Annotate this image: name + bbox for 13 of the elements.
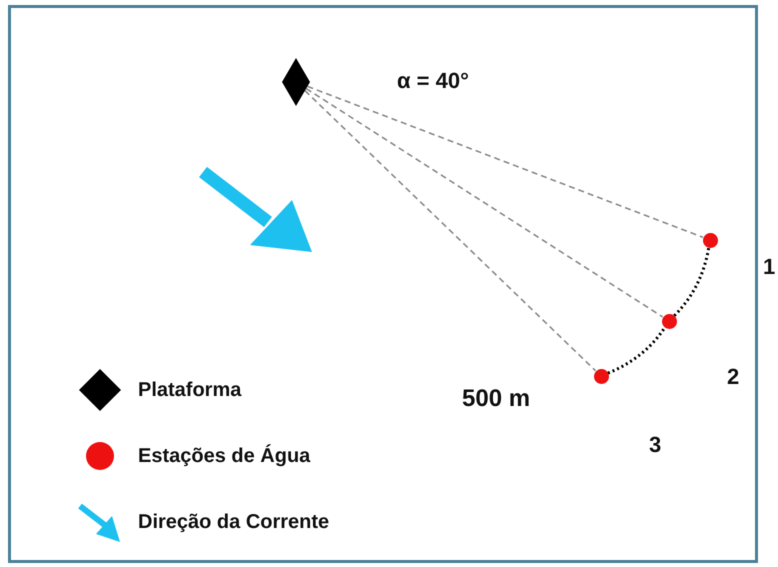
legend-text: Direção da Corrente bbox=[138, 510, 330, 534]
arc-connector bbox=[607, 326, 666, 375]
diagram-label: α = 40° bbox=[397, 68, 469, 94]
legend-text: Plataforma bbox=[138, 378, 242, 402]
legend-text: Estações de Água bbox=[138, 444, 310, 468]
diagram-label: 2 bbox=[727, 364, 740, 390]
diagram-label: 3 bbox=[649, 432, 662, 458]
sight-line bbox=[307, 86, 704, 238]
diagram-label: 1 bbox=[763, 254, 776, 280]
arc-connector bbox=[673, 247, 710, 317]
sight-line bbox=[304, 90, 596, 372]
diagram-label: 500 m bbox=[462, 385, 530, 413]
sight-line bbox=[306, 88, 664, 318]
